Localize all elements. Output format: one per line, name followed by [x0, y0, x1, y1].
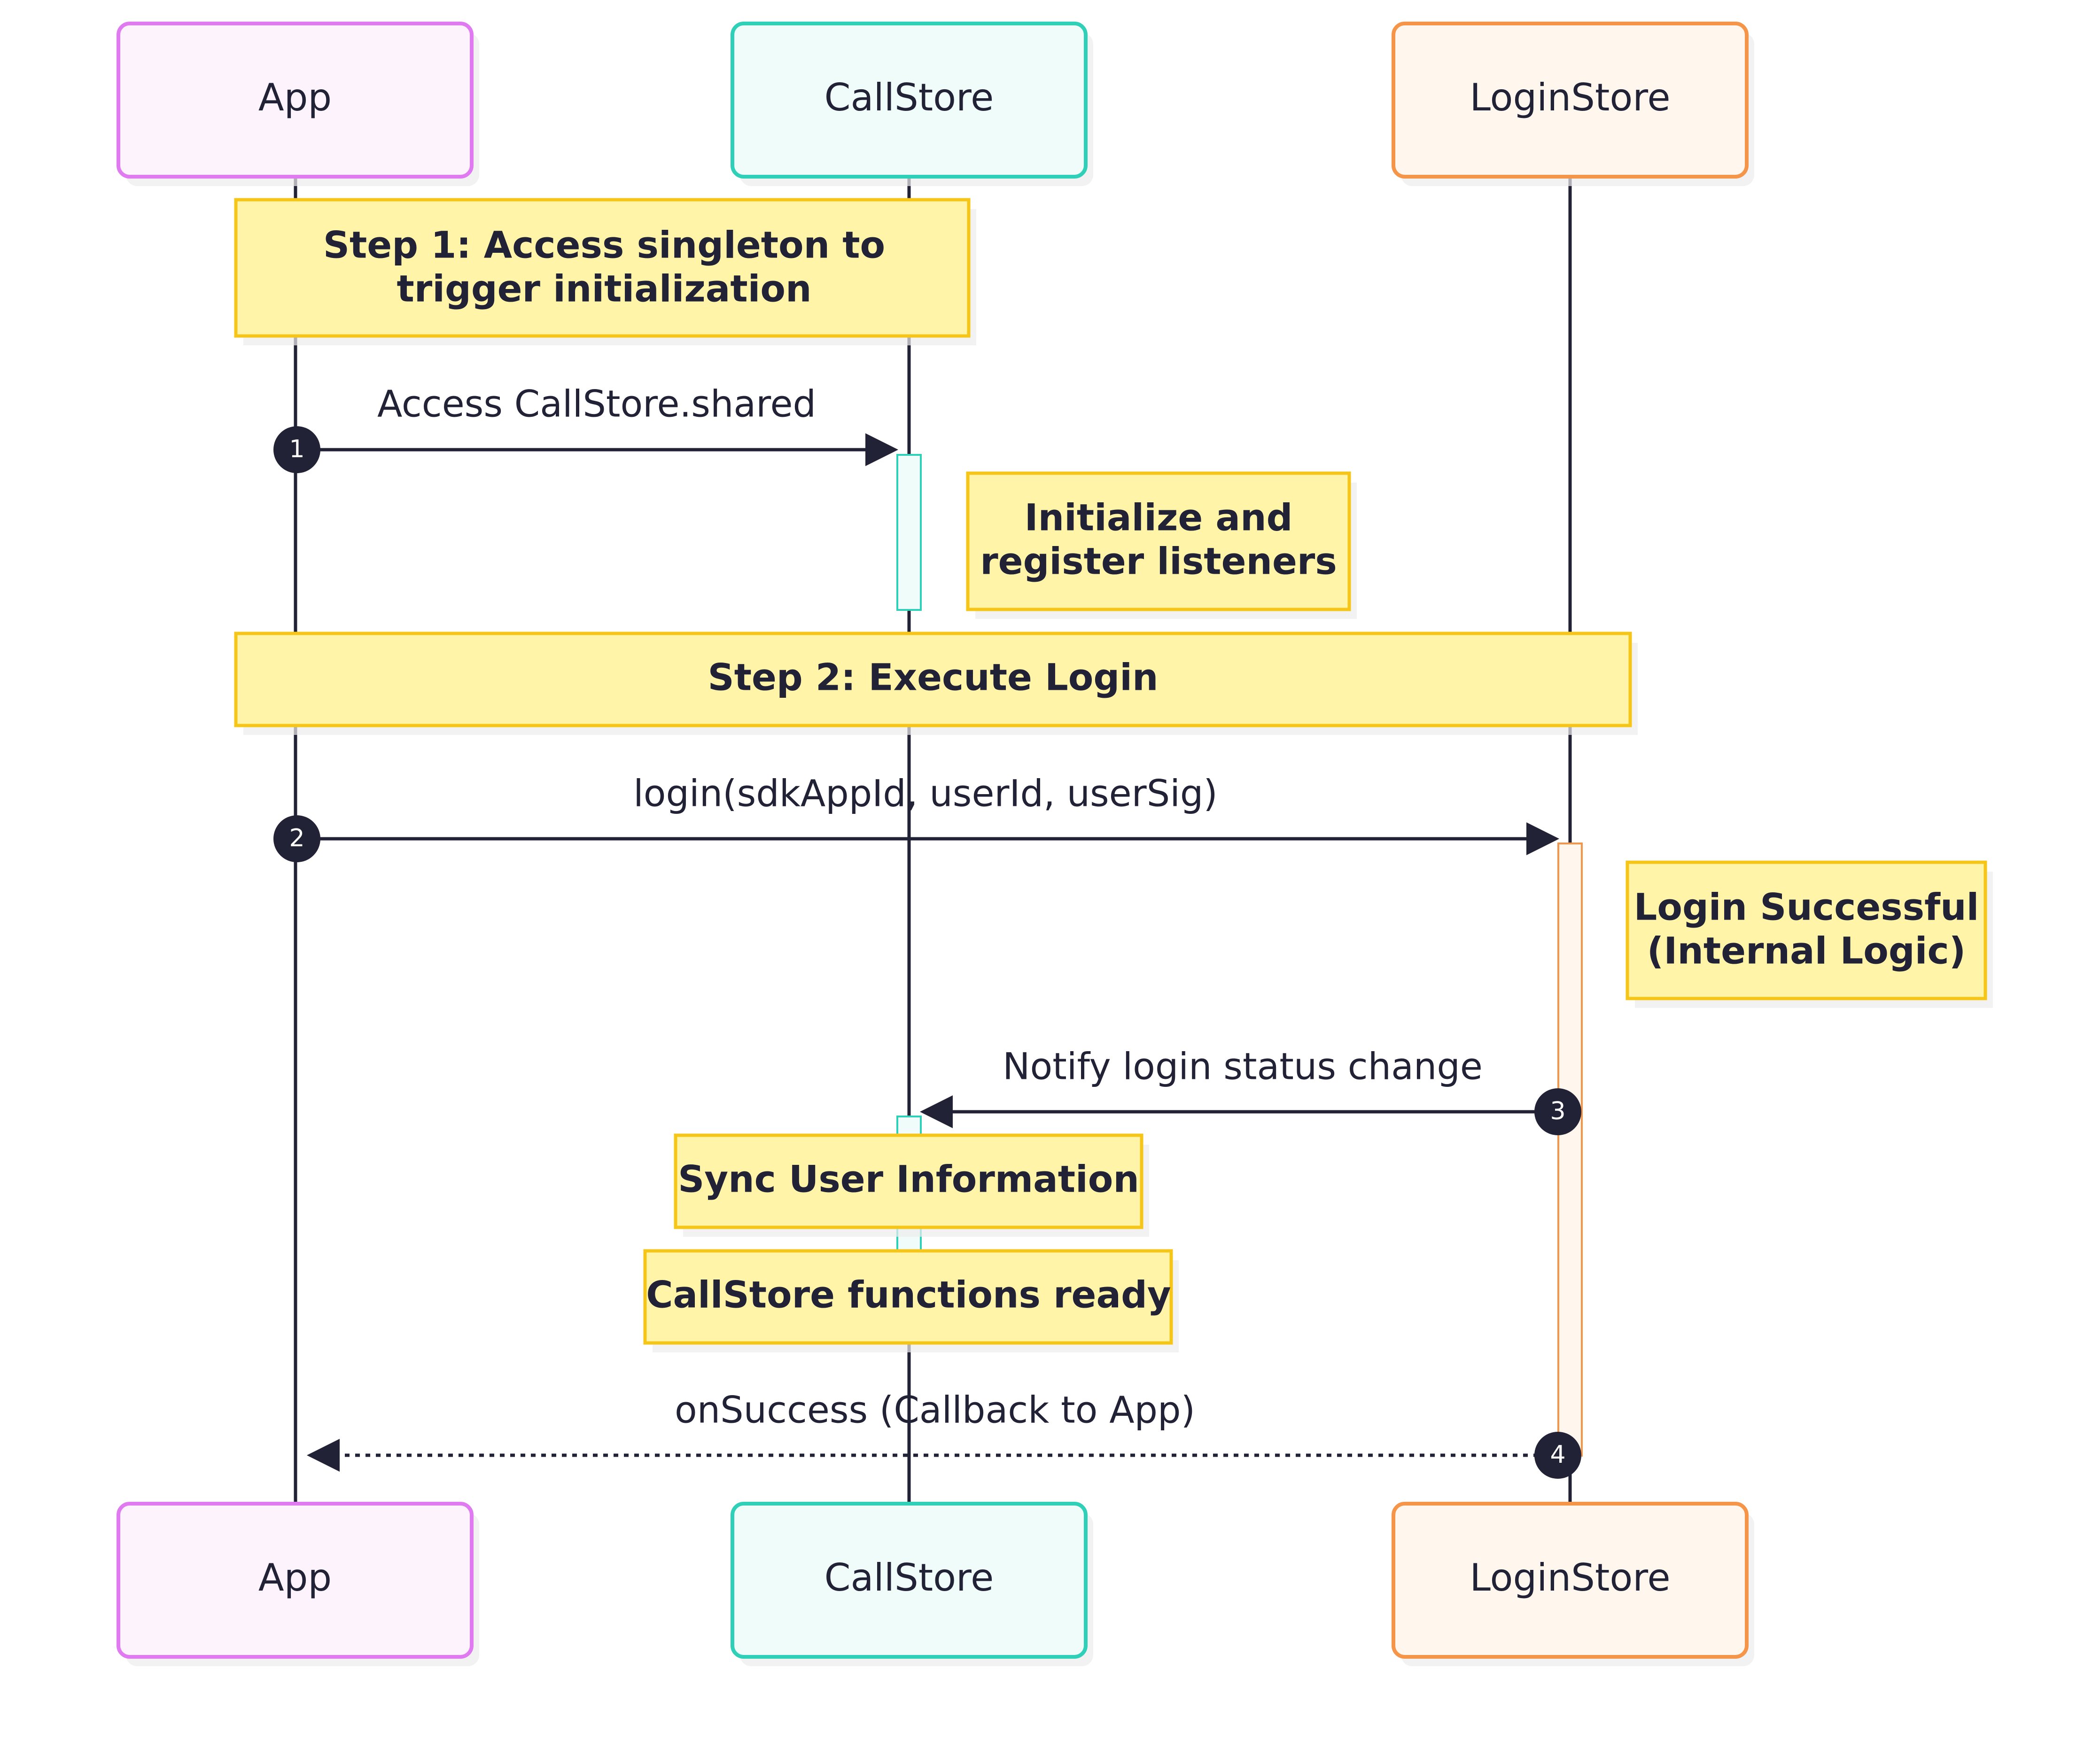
note-login-successful-line2: (Internal Logic) — [1647, 930, 1966, 972]
note-initialize: Initialize and register listeners — [966, 471, 1357, 619]
note-sync-line1: Sync User Information — [678, 1158, 1139, 1201]
sequence-number-2: 2 — [289, 824, 304, 852]
note-step2-line1: Step 2: Execute Login — [708, 656, 1159, 699]
participant-app-top: App — [117, 22, 479, 186]
note-ready-line1: CallStore functions ready — [646, 1274, 1171, 1316]
message-4: onSuccess (Callback to App) 4 — [307, 1389, 1581, 1479]
sequence-number-2-badge — [273, 815, 320, 862]
participant-callstore-top: CallStore — [731, 22, 1093, 186]
participant-callstore-bottom-label: CallStore — [824, 1556, 994, 1600]
participant-callstore-bottom: CallStore — [731, 1502, 1093, 1666]
note-step2: Step 2: Execute Login — [234, 632, 1638, 735]
note-step1: Step 1: Access singleton to trigger init… — [234, 198, 976, 345]
sequence-number-1: 1 — [289, 435, 304, 463]
message-1-label: Access CallStore.shared — [377, 383, 816, 425]
sequence-number-4-badge — [1534, 1432, 1581, 1479]
participant-app-bottom: App — [117, 1502, 479, 1666]
message-2: login(sdkAppId, userId, userSig) 2 — [273, 773, 1559, 862]
note-initialize-line1: Initialize and — [1025, 497, 1293, 539]
loginstore-activation — [1557, 843, 1583, 1457]
message-4-label: onSuccess (Callback to App) — [675, 1389, 1195, 1431]
participant-loginstore-label: LoginStore — [1470, 76, 1670, 119]
note-step1-line2: trigger initialization — [397, 268, 812, 310]
participant-app-bottom-label: App — [258, 1556, 332, 1600]
participant-loginstore-bottom: LoginStore — [1392, 1502, 1754, 1666]
participant-callstore-label: CallStore — [824, 76, 994, 119]
message-3-label: Notify login status change — [1003, 1046, 1483, 1088]
sequence-number-1-badge — [273, 426, 320, 473]
sequence-number-3-badge — [1534, 1088, 1581, 1135]
message-3: Notify login status change 3 — [920, 1046, 1581, 1135]
note-login-successful: Login Successful (Internal Logic) — [1626, 860, 1993, 1008]
sequence-number-4: 4 — [1550, 1441, 1565, 1469]
participant-loginstore-top: LoginStore — [1392, 22, 1754, 186]
sequence-number-3: 3 — [1550, 1097, 1565, 1125]
participant-app-label: App — [258, 76, 332, 119]
note-callstore-ready: CallStore functions ready — [643, 1249, 1179, 1352]
note-step1-line1: Step 1: Access singleton to — [323, 224, 885, 266]
note-sync-user-information: Sync User Information — [674, 1133, 1149, 1237]
message-1: Access CallStore.shared 1 — [273, 383, 898, 473]
participant-loginstore-bottom-label: LoginStore — [1470, 1556, 1670, 1600]
message-2-label: login(sdkAppId, userId, userSig) — [633, 773, 1218, 815]
note-initialize-line2: register listeners — [980, 540, 1337, 583]
callstore-activation-1 — [896, 454, 922, 611]
note-login-successful-line1: Login Successful — [1634, 886, 1979, 929]
